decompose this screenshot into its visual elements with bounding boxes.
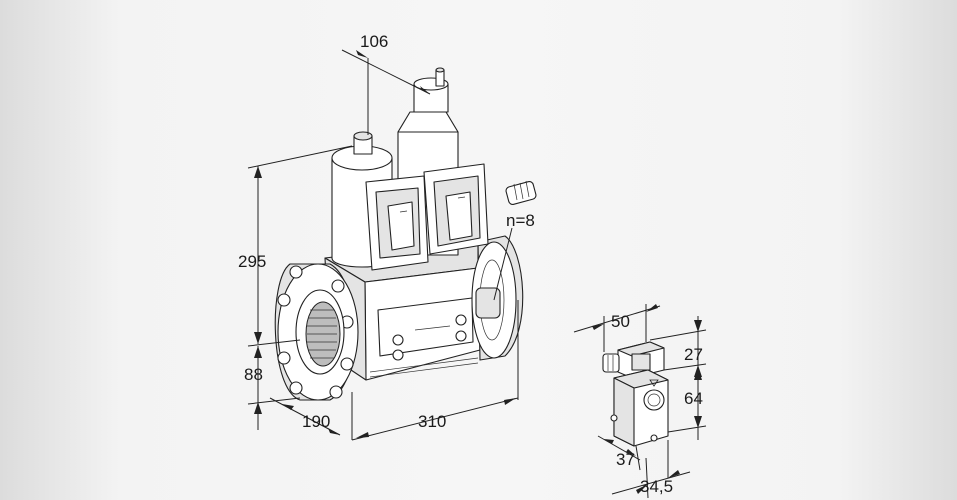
dimension-310: 310: [351, 300, 519, 441]
dimension-64: 64: [667, 366, 707, 440]
double-solenoid-valve: [274, 67, 537, 401]
dimension-label-88: 88: [244, 365, 263, 384]
connector-box-right: [423, 163, 489, 255]
dimension-label-n8: n=8: [506, 211, 535, 230]
pressure-switch: [602, 341, 669, 447]
dimension-label-64: 64: [684, 389, 703, 408]
dimension-label-50: 50: [611, 312, 630, 331]
dimension-88: 88: [244, 339, 301, 430]
dimension-label-310: 310: [418, 412, 446, 431]
inlet-flange: [274, 263, 359, 401]
dimension-label-34-5: 34,5: [640, 477, 673, 496]
dimension-295: 295: [238, 145, 353, 344]
dimension-label-106: 106: [360, 32, 388, 51]
dimension-label-295: 295: [238, 252, 266, 271]
cable-gland: [505, 180, 537, 205]
dimension-190: 190: [269, 392, 353, 440]
dimension-label-37: 37: [616, 450, 635, 469]
outlet-flange: [471, 235, 524, 361]
dimension-label-27: 27: [684, 345, 703, 364]
connector-box-left: [365, 175, 429, 271]
dimension-n8: n=8: [493, 211, 535, 301]
dimension-106: 106: [341, 32, 431, 135]
dimension-50: 50: [573, 304, 661, 352]
dimension-label-190: 190: [302, 412, 330, 431]
dimension-34-5: 34,5: [611, 440, 691, 499]
dimension-27: 27: [649, 316, 707, 377]
dimension-37: 37: [597, 435, 641, 471]
